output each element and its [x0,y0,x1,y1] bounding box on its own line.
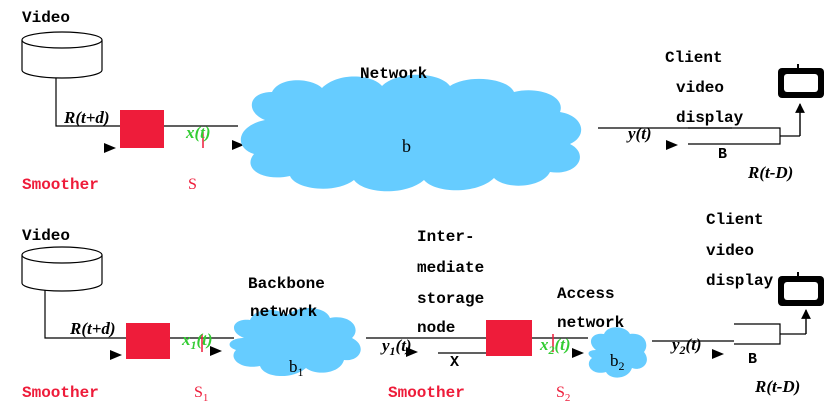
top-rate-out-label: R(t-D) [747,163,793,182]
bottom-storage-input-arrow [406,347,418,357]
top-smoother-label: Smoother [22,176,99,194]
bottom-video-server-label-line1: Video [22,227,70,245]
top-smoother-symbol: S [188,176,197,193]
top-client-label-line2: video [676,79,724,97]
bottom-backbone-cloud [229,307,361,377]
bottom-backbone-input-arrow [210,346,222,356]
top-network-bandwidth: b [402,136,411,156]
top-buffer-label: B [718,146,727,163]
top-video-server-label-line1: Video [22,9,70,27]
bottom-client-buffer [734,323,781,345]
bottom-buffer-input-arrow [712,349,724,359]
bottom-smoother1-label: Smoother [22,384,99,402]
top-smoother-box [120,110,164,148]
top-client-label-line3: display [676,109,744,127]
bottom-access-bandwidth: b2 [610,351,625,373]
bottom-storage-label-line4: node [417,319,455,337]
bottom-client-label-line3: display [706,272,774,290]
bottom-smoother1-input-arrow [110,350,122,360]
bottom-client-label-line2: video [706,242,754,260]
bottom-client-label-line1: Client [706,211,764,229]
bottom-smoother1-symbol: S1 [194,384,208,403]
bottom-backbone-label-line1: Backbone [248,275,325,293]
bottom-buffer-label: B [748,351,757,368]
bottom-access-cloud [588,327,647,378]
bottom-backbone-label-line2: network [250,303,318,321]
bottom-storage-label-line3: storage [417,290,484,308]
top-client-buffer [688,127,781,145]
bottom-backbone-bandwidth: b1 [289,357,304,379]
top-client-label-line1: Client [665,49,723,67]
top-smoother-input-arrow [104,143,116,153]
top-network-title: Network [360,65,428,83]
bottom-y2-signal-label: y2(t) [670,335,702,357]
bottom-smoother2-symbol: S2 [556,384,570,403]
top-server-feed-line [55,78,120,127]
bottom-access-label-line1: Access [557,285,615,303]
bottom-storage-x-label: X [450,354,459,371]
bottom-access-input-arrow [572,348,584,358]
top-video-server-icon [21,31,103,79]
top-buffer-input-arrow [666,140,678,150]
bottom-storage-label-line1: Inter- [417,228,475,246]
top-x-signal-label: x(t) [185,123,211,142]
top-network-cloud [240,74,582,192]
top-y-signal-label: y(t) [626,124,652,143]
top-diagram: Video server R(t+d) x(t) Network b y(t) … [21,9,824,194]
bottom-smoother2-box [486,320,532,356]
bottom-rate-in-label: R(t+d) [69,319,116,338]
bottom-smoother1-box [126,323,170,359]
bottom-storage-label-line2: mediate [417,259,484,277]
top-monitor-icon [778,64,824,98]
bottom-rate-out-label: R(t-D) [754,377,800,396]
bottom-video-server-icon [21,246,103,292]
bottom-access-label-line2: network [557,314,625,332]
top-rate-in-label: R(t+d) [63,108,110,127]
bottom-x1-signal-label: x1(t) [181,330,213,352]
bottom-monitor-icon [778,272,824,306]
bottom-x2-signal-label: x2(t) [539,335,571,357]
bottom-diagram: Video server R(t+d) x1(t) Backbone netwo… [21,211,824,403]
bottom-server-feed-line [44,290,126,339]
bottom-smoother2-label: Smoother [388,384,465,402]
top-network-input-arrow [232,140,244,150]
